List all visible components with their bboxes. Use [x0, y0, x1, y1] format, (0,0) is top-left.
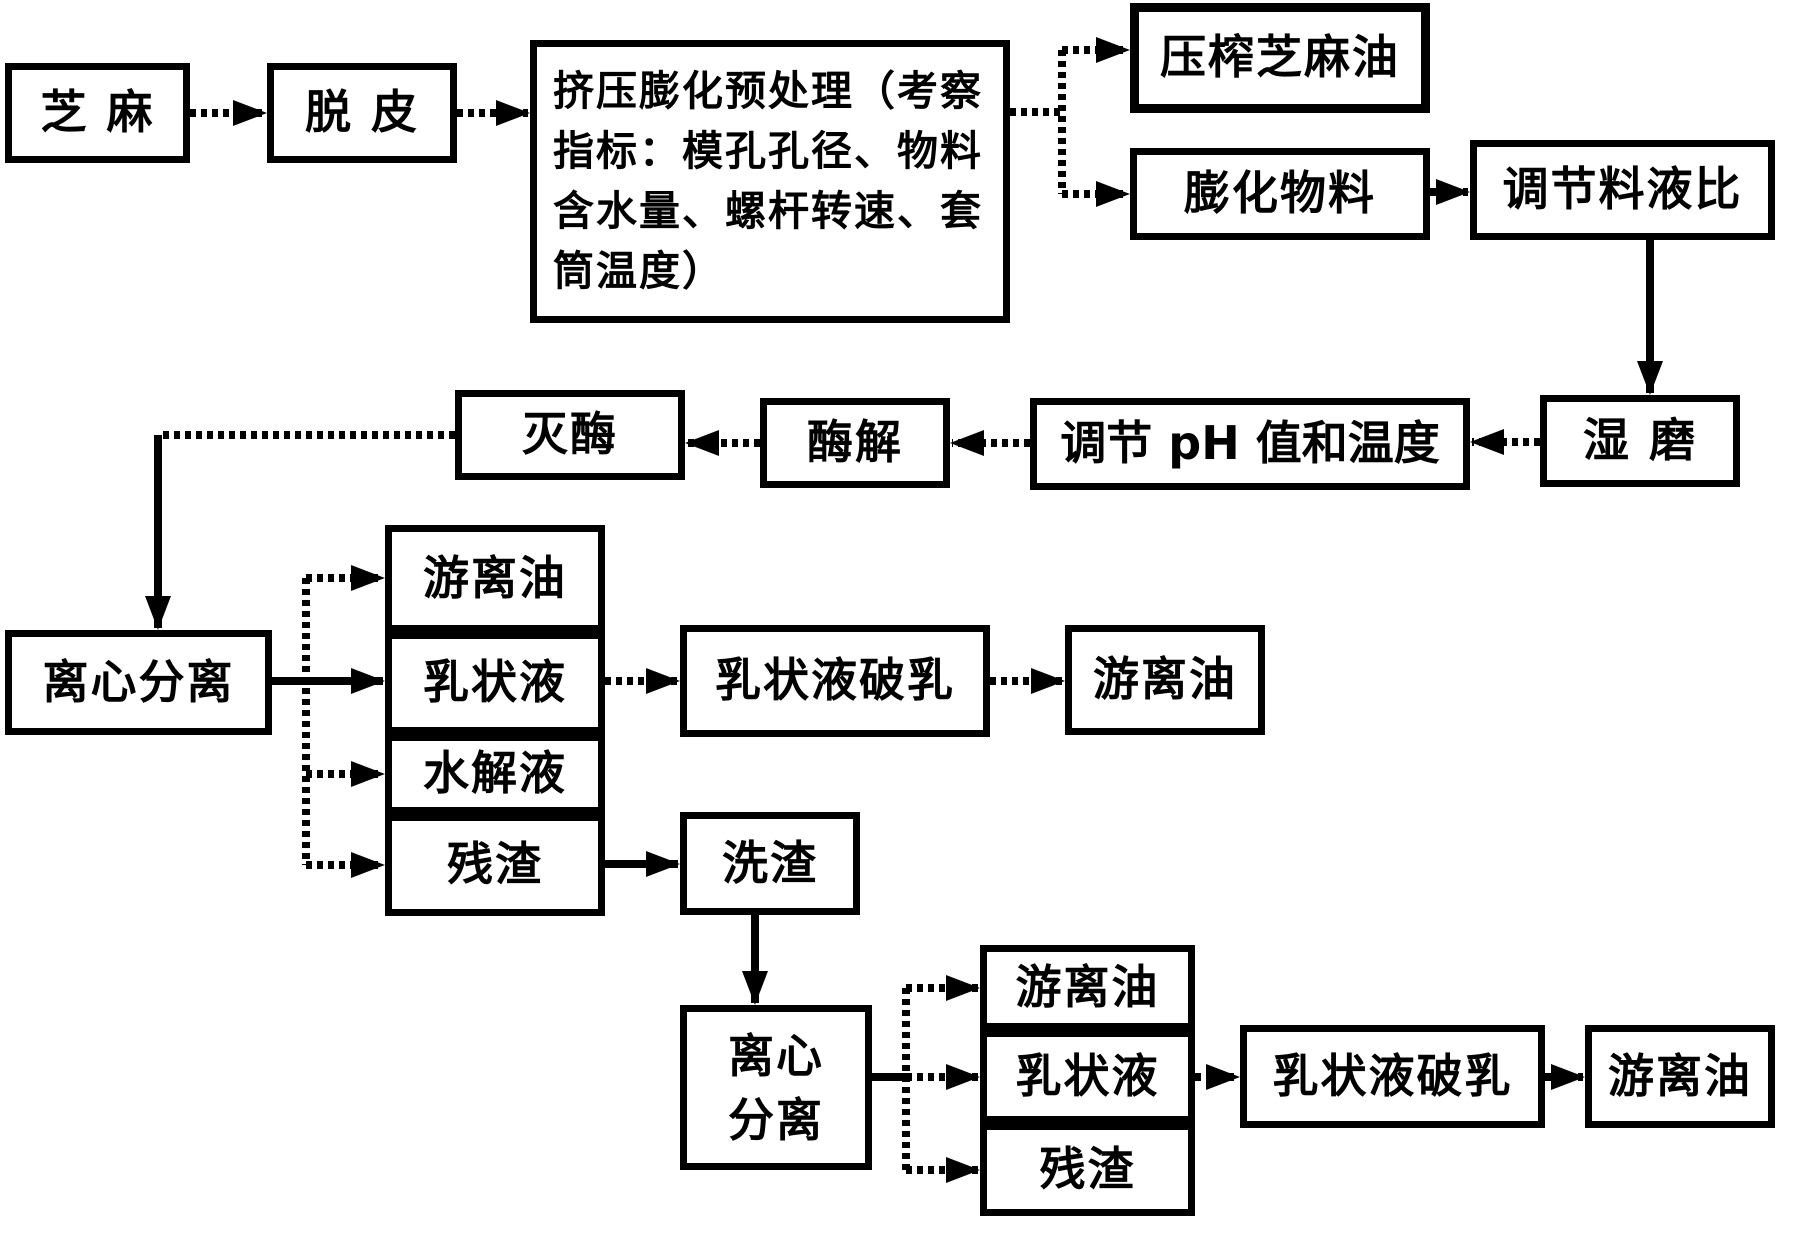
- node-adjust-ph-temperature: 调节 pH 值和温度: [1030, 398, 1470, 490]
- node-free-oil-4: 游离油: [1585, 1025, 1775, 1128]
- node-pressed-sesame-oil: 压榨芝麻油: [1130, 3, 1430, 113]
- node-free-oil-3: 游离油: [980, 945, 1195, 1030]
- node-enzyme-inactivation: 灭酶: [455, 390, 685, 480]
- node-wet-milling: 湿 磨: [1540, 395, 1740, 487]
- node-centrifugal-separation-2: 离心 分离: [680, 1005, 872, 1170]
- node-demulsification-1: 乳状液破乳: [680, 625, 990, 737]
- node-enzymolysis: 酶解: [760, 398, 950, 488]
- node-slag-washing: 洗渣: [680, 812, 860, 915]
- node-sesame: 芝 麻: [5, 63, 190, 163]
- node-centrifugal-separation-1: 离心分离: [5, 630, 272, 735]
- node-demulsification-2: 乳状液破乳: [1240, 1025, 1545, 1128]
- node-free-oil-2: 游离油: [1065, 625, 1265, 735]
- node-adjust-ratio: 调节料液比: [1470, 140, 1775, 240]
- node-puffed-material: 膨化物料: [1130, 148, 1430, 240]
- node-free-oil-1: 游离油: [385, 525, 605, 632]
- node-residue-2: 残渣: [980, 1123, 1195, 1216]
- node-residue-1: 残渣: [385, 814, 605, 916]
- node-emulsion-1: 乳状液: [385, 632, 605, 734]
- node-peeling: 脱 皮: [267, 63, 457, 163]
- node-extrusion-pretreatment: 挤压膨化预处理（考察 指标：模孔孔径、物料 含水量、螺杆转速、套 筒温度）: [530, 40, 1010, 323]
- node-hydrolysate: 水解液: [385, 734, 605, 814]
- node-emulsion-2: 乳状液: [980, 1030, 1195, 1123]
